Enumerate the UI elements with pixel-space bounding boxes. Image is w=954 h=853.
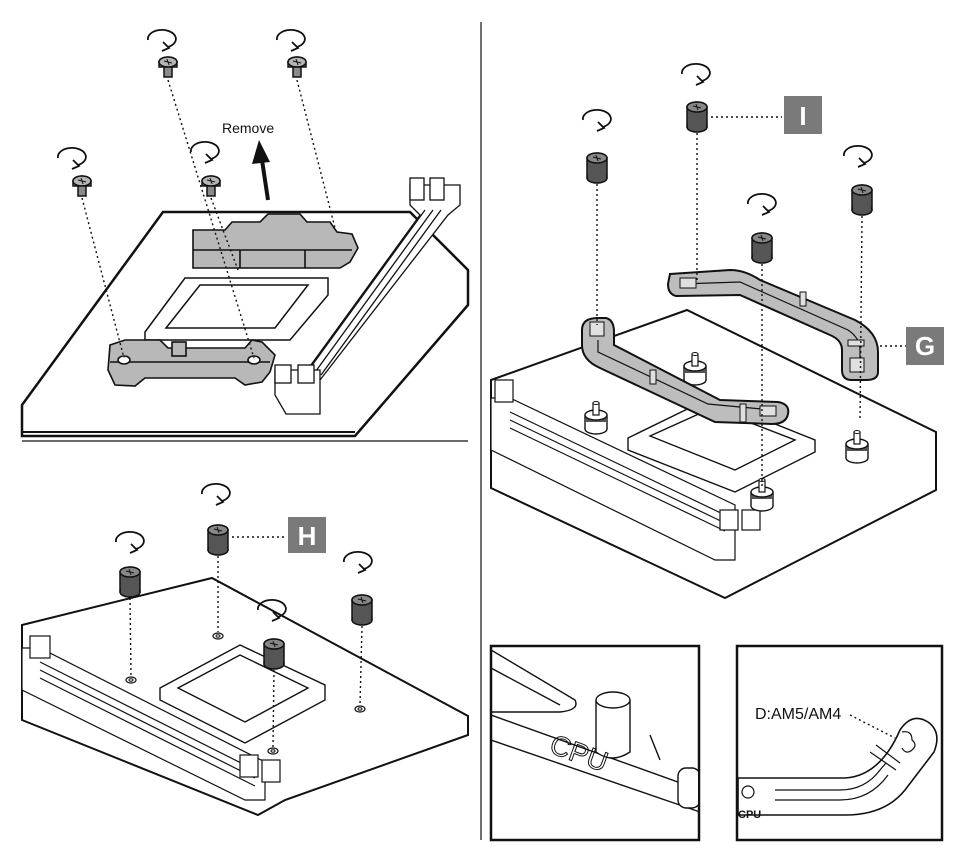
badge-i (784, 96, 822, 134)
rotate-arrow-icon (746, 193, 777, 216)
badge-i-label: I (799, 101, 806, 131)
am5-bracket-left (581, 317, 790, 426)
rotate-arrow-icon (200, 483, 231, 506)
standoff-icon (851, 184, 873, 216)
stock-bracket-top (192, 213, 359, 269)
screw-icon (287, 56, 307, 78)
stock-bracket-bottom (107, 339, 276, 387)
ram-slots (490, 379, 761, 561)
standoff-icon (751, 232, 773, 264)
detail-socket-mark: D:AM5/AM4 CPU (735, 644, 944, 842)
badge-h-label: H (298, 521, 317, 551)
rotate-arrow-icon (56, 147, 87, 170)
standoff-icon (119, 566, 141, 598)
standoff-icon (263, 638, 285, 670)
screw-icon (201, 175, 221, 197)
rotate-arrow-icon (275, 29, 306, 52)
am5-bracket-right (666, 268, 879, 381)
badge-h (288, 517, 326, 553)
cpu-mark-small: CPU (738, 809, 761, 821)
standoff-hole (267, 747, 279, 755)
rotate-arrow-icon (842, 145, 873, 168)
standoff-icon (351, 594, 373, 626)
panel-install-standoffs: H (21, 483, 469, 817)
badge-g-label: G (915, 331, 935, 361)
standoff-hole (125, 676, 137, 684)
panel-remove-bracket: Remove (20, 29, 470, 438)
badge-g (906, 327, 944, 365)
cpu-socket (159, 644, 326, 744)
rotate-arrow-icon (189, 141, 220, 164)
socket-mark-label: D:AM5/AM4 (755, 706, 841, 723)
rotate-arrow-icon (680, 63, 711, 86)
ram-slots (274, 177, 461, 415)
ram-slots (21, 635, 281, 801)
standoff-icon (586, 152, 608, 184)
arrow-up-icon (252, 140, 270, 201)
standoff-hole (354, 705, 366, 713)
screw-icon (158, 56, 178, 78)
standoff-icon (686, 101, 708, 133)
remove-label: Remove (222, 120, 274, 136)
screw-icon (72, 175, 92, 197)
rotate-arrow-icon (146, 29, 177, 52)
panel-mount-bracket: I G (490, 63, 944, 600)
standoff-hole (212, 632, 224, 640)
detail-cpu-marking: CPU (489, 644, 701, 842)
rotate-arrow-icon (342, 551, 373, 574)
rotate-arrow-icon (114, 531, 145, 554)
rotate-arrow-icon (581, 109, 612, 132)
standoff-icon (207, 524, 229, 556)
